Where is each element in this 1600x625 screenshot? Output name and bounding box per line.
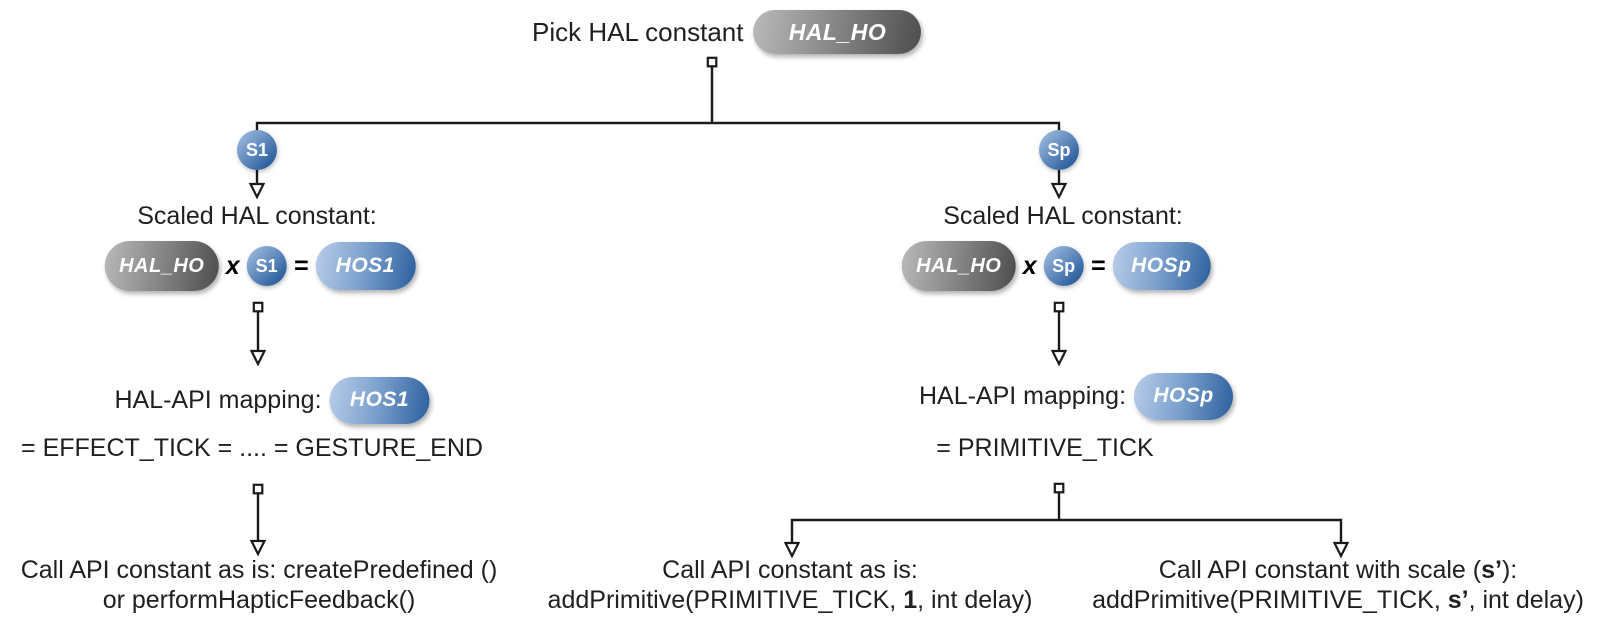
- left-scale-badge: S1: [246, 246, 287, 286]
- root-label: Pick HAL constant: [532, 16, 744, 47]
- connector-left-node: [252, 301, 264, 313]
- right-scale-badge: Sp: [1043, 246, 1084, 286]
- root-node: Pick HAL constant HAL_HO: [532, 10, 922, 54]
- left-mapping-equation: = EFFECT_TICK = .... = GESTURE_END: [21, 434, 483, 462]
- arrowhead-right-mapping: [1050, 349, 1068, 367]
- connector-right-fork-node: [1053, 482, 1065, 494]
- left-scaled-formula: HAL_HO x S1 = HOS1: [104, 241, 416, 291]
- right-call-as-is-block: Call API constant as is: addPrimitive(PR…: [548, 555, 1033, 615]
- left-call-block: Call API constant as is: createPredefine…: [21, 555, 498, 615]
- connector-left-lower-node: [252, 483, 264, 495]
- call-with-scale-line2-bold: s’: [1447, 586, 1469, 614]
- call-as-is-line2-prefix: addPrimitive(PRIMITIVE_TICK,: [547, 586, 904, 614]
- right-scaled-title: Scaled HAL constant:: [943, 202, 1183, 230]
- right-scaled-formula: HAL_HO x Sp = HOSp: [901, 241, 1211, 291]
- root-constant-pill: HAL_HO: [753, 10, 922, 54]
- call-as-is-line2-bold: 1: [903, 586, 918, 614]
- arrowhead-left-mapping: [249, 349, 267, 367]
- branch-left-selector-badge: S1: [237, 130, 277, 170]
- call-with-scale-line1-suffix: ):: [1501, 556, 1518, 584]
- connector-root-node: [706, 56, 718, 68]
- right-mapping-equation: = PRIMITIVE_TICK: [936, 434, 1154, 462]
- right-equals-operator: =: [1090, 251, 1106, 280]
- left-mapping-row: HAL-API mapping: HOS1: [114, 376, 430, 424]
- call-as-is-line1: Call API constant as is:: [662, 556, 918, 584]
- call-with-scale-line1-prefix: Call API constant with scale (: [1158, 556, 1482, 584]
- call-as-is-line2-suffix: , int delay): [917, 586, 1033, 614]
- call-with-scale-line1: Call API constant with scale (s’):: [1092, 555, 1584, 585]
- call-with-scale-line2-suffix: , int delay): [1468, 586, 1584, 614]
- left-mapping-title: HAL-API mapping:: [114, 385, 322, 414]
- right-result-pill: HOSp: [1112, 242, 1211, 290]
- connector-right-node: [1053, 301, 1065, 313]
- left-times-operator: x: [225, 251, 240, 280]
- arrowhead-left-call: [249, 539, 267, 557]
- right-times-operator: x: [1022, 251, 1037, 280]
- left-mapping-pill: HOS1: [329, 376, 430, 424]
- left-call-line1: Call API constant as is: createPredefine…: [20, 556, 498, 584]
- arrowhead-call-with-scale: [1332, 541, 1350, 559]
- right-call-with-scale-block: Call API constant with scale (s’): addPr…: [1092, 555, 1584, 615]
- right-mapping-pill: HOSp: [1134, 372, 1234, 420]
- call-with-scale-line2: addPrimitive(PRIMITIVE_TICK, s’, int del…: [1092, 585, 1584, 615]
- arrowhead-s1: [248, 182, 266, 200]
- connector-right-fork-bar: [790, 492, 1343, 543]
- right-operand-pill: HAL_HO: [901, 241, 1016, 291]
- arrowhead-call-as-is: [783, 541, 801, 559]
- left-call-line2: or performHapticFeedback(): [102, 586, 416, 614]
- left-operand-pill: HAL_HO: [104, 241, 219, 291]
- right-mapping-row: HAL-API mapping: HOSp: [918, 372, 1234, 420]
- arrowhead-sp: [1050, 182, 1068, 200]
- left-result-pill: HOS1: [315, 242, 416, 290]
- connector-branch-bar: [255, 121, 1061, 133]
- call-as-is-line2: addPrimitive(PRIMITIVE_TICK, 1, int dela…: [548, 585, 1033, 615]
- branch-right-selector-badge: Sp: [1039, 130, 1079, 170]
- call-with-scale-line1-bold: s’: [1481, 556, 1502, 584]
- right-mapping-title: HAL-API mapping:: [918, 381, 1127, 410]
- left-scaled-title: Scaled HAL constant:: [137, 202, 377, 230]
- call-with-scale-line2-prefix: addPrimitive(PRIMITIVE_TICK,: [1092, 586, 1448, 614]
- left-equals-operator: =: [293, 251, 309, 280]
